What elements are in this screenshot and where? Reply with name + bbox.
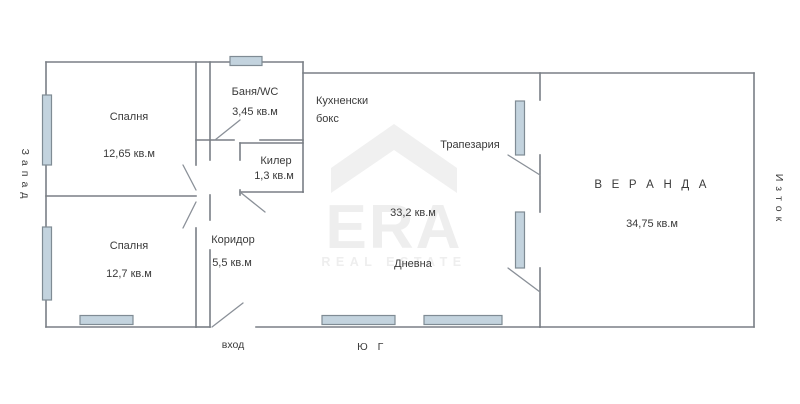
window-veranda-lower	[514, 211, 526, 269]
room-area-bedroom-bottom: 12,7 кв.м	[106, 268, 152, 280]
door-entrance	[211, 302, 244, 328]
watermark-brand: ERA	[326, 193, 463, 262]
door-bedroom-bottom	[182, 201, 197, 229]
window-veranda-upper	[514, 100, 526, 156]
window-bedroom-bottom-west	[41, 226, 53, 301]
door-bathroom	[214, 119, 241, 141]
room-label-bedroom-bottom: Спалня	[110, 240, 149, 252]
room-label-veranda: В Е Р А Н Д А	[594, 179, 709, 191]
door-bedroom-top	[182, 164, 197, 191]
door-pantry	[239, 191, 266, 213]
room-area-veranda: 34,75 кв.м	[626, 218, 678, 230]
room-label-pantry: Килер	[260, 155, 291, 167]
compass-label-west: Запад	[19, 149, 31, 204]
window-bedroom-top-west	[41, 94, 53, 166]
walls	[45, 61, 755, 328]
door-veranda-lower	[507, 267, 541, 293]
room-area-living: 33,2 кв.м	[390, 207, 436, 219]
era-chevron-icon	[331, 124, 457, 193]
room-labels: Спалня 12,65 кв.м Спалня 12,7 кв.м Баня/…	[103, 86, 709, 280]
room-label-kitchen-box-line1: Кухненски	[316, 95, 368, 107]
windows	[41, 55, 526, 326]
room-label-bedroom-top: Спалня	[110, 111, 149, 123]
room-area-corridor: 5,5 кв.м	[212, 257, 252, 269]
entrance-label: вход	[222, 339, 244, 351]
era-watermark: ERA REAL ESTATE	[321, 124, 466, 269]
door-veranda-upper	[507, 154, 541, 176]
room-label-living: Дневна	[394, 258, 433, 270]
door-swings	[182, 119, 541, 328]
window-living-south-left	[321, 314, 396, 326]
compass-labels: Запад Изток Ю Г	[19, 149, 785, 353]
compass-label-east: Изток	[773, 174, 785, 227]
room-area-pantry: 1,3 кв.м	[254, 170, 294, 182]
compass-label-south: Ю Г	[357, 341, 387, 353]
room-label-bathroom: Баня/WC	[232, 86, 279, 98]
room-area-bedroom-top: 12,65 кв.м	[103, 148, 155, 160]
window-living-south-right	[423, 314, 503, 326]
watermark-tagline: REAL ESTATE	[321, 255, 466, 269]
room-area-bathroom: 3,45 кв.м	[232, 106, 278, 118]
room-label-kitchen-box-line2: бокс	[316, 113, 339, 125]
room-label-corridor: Коридор	[211, 234, 254, 246]
window-bedroom-bottom-south	[79, 314, 134, 326]
window-bathroom-north	[229, 55, 263, 67]
room-label-dining: Трапезария	[440, 139, 500, 151]
